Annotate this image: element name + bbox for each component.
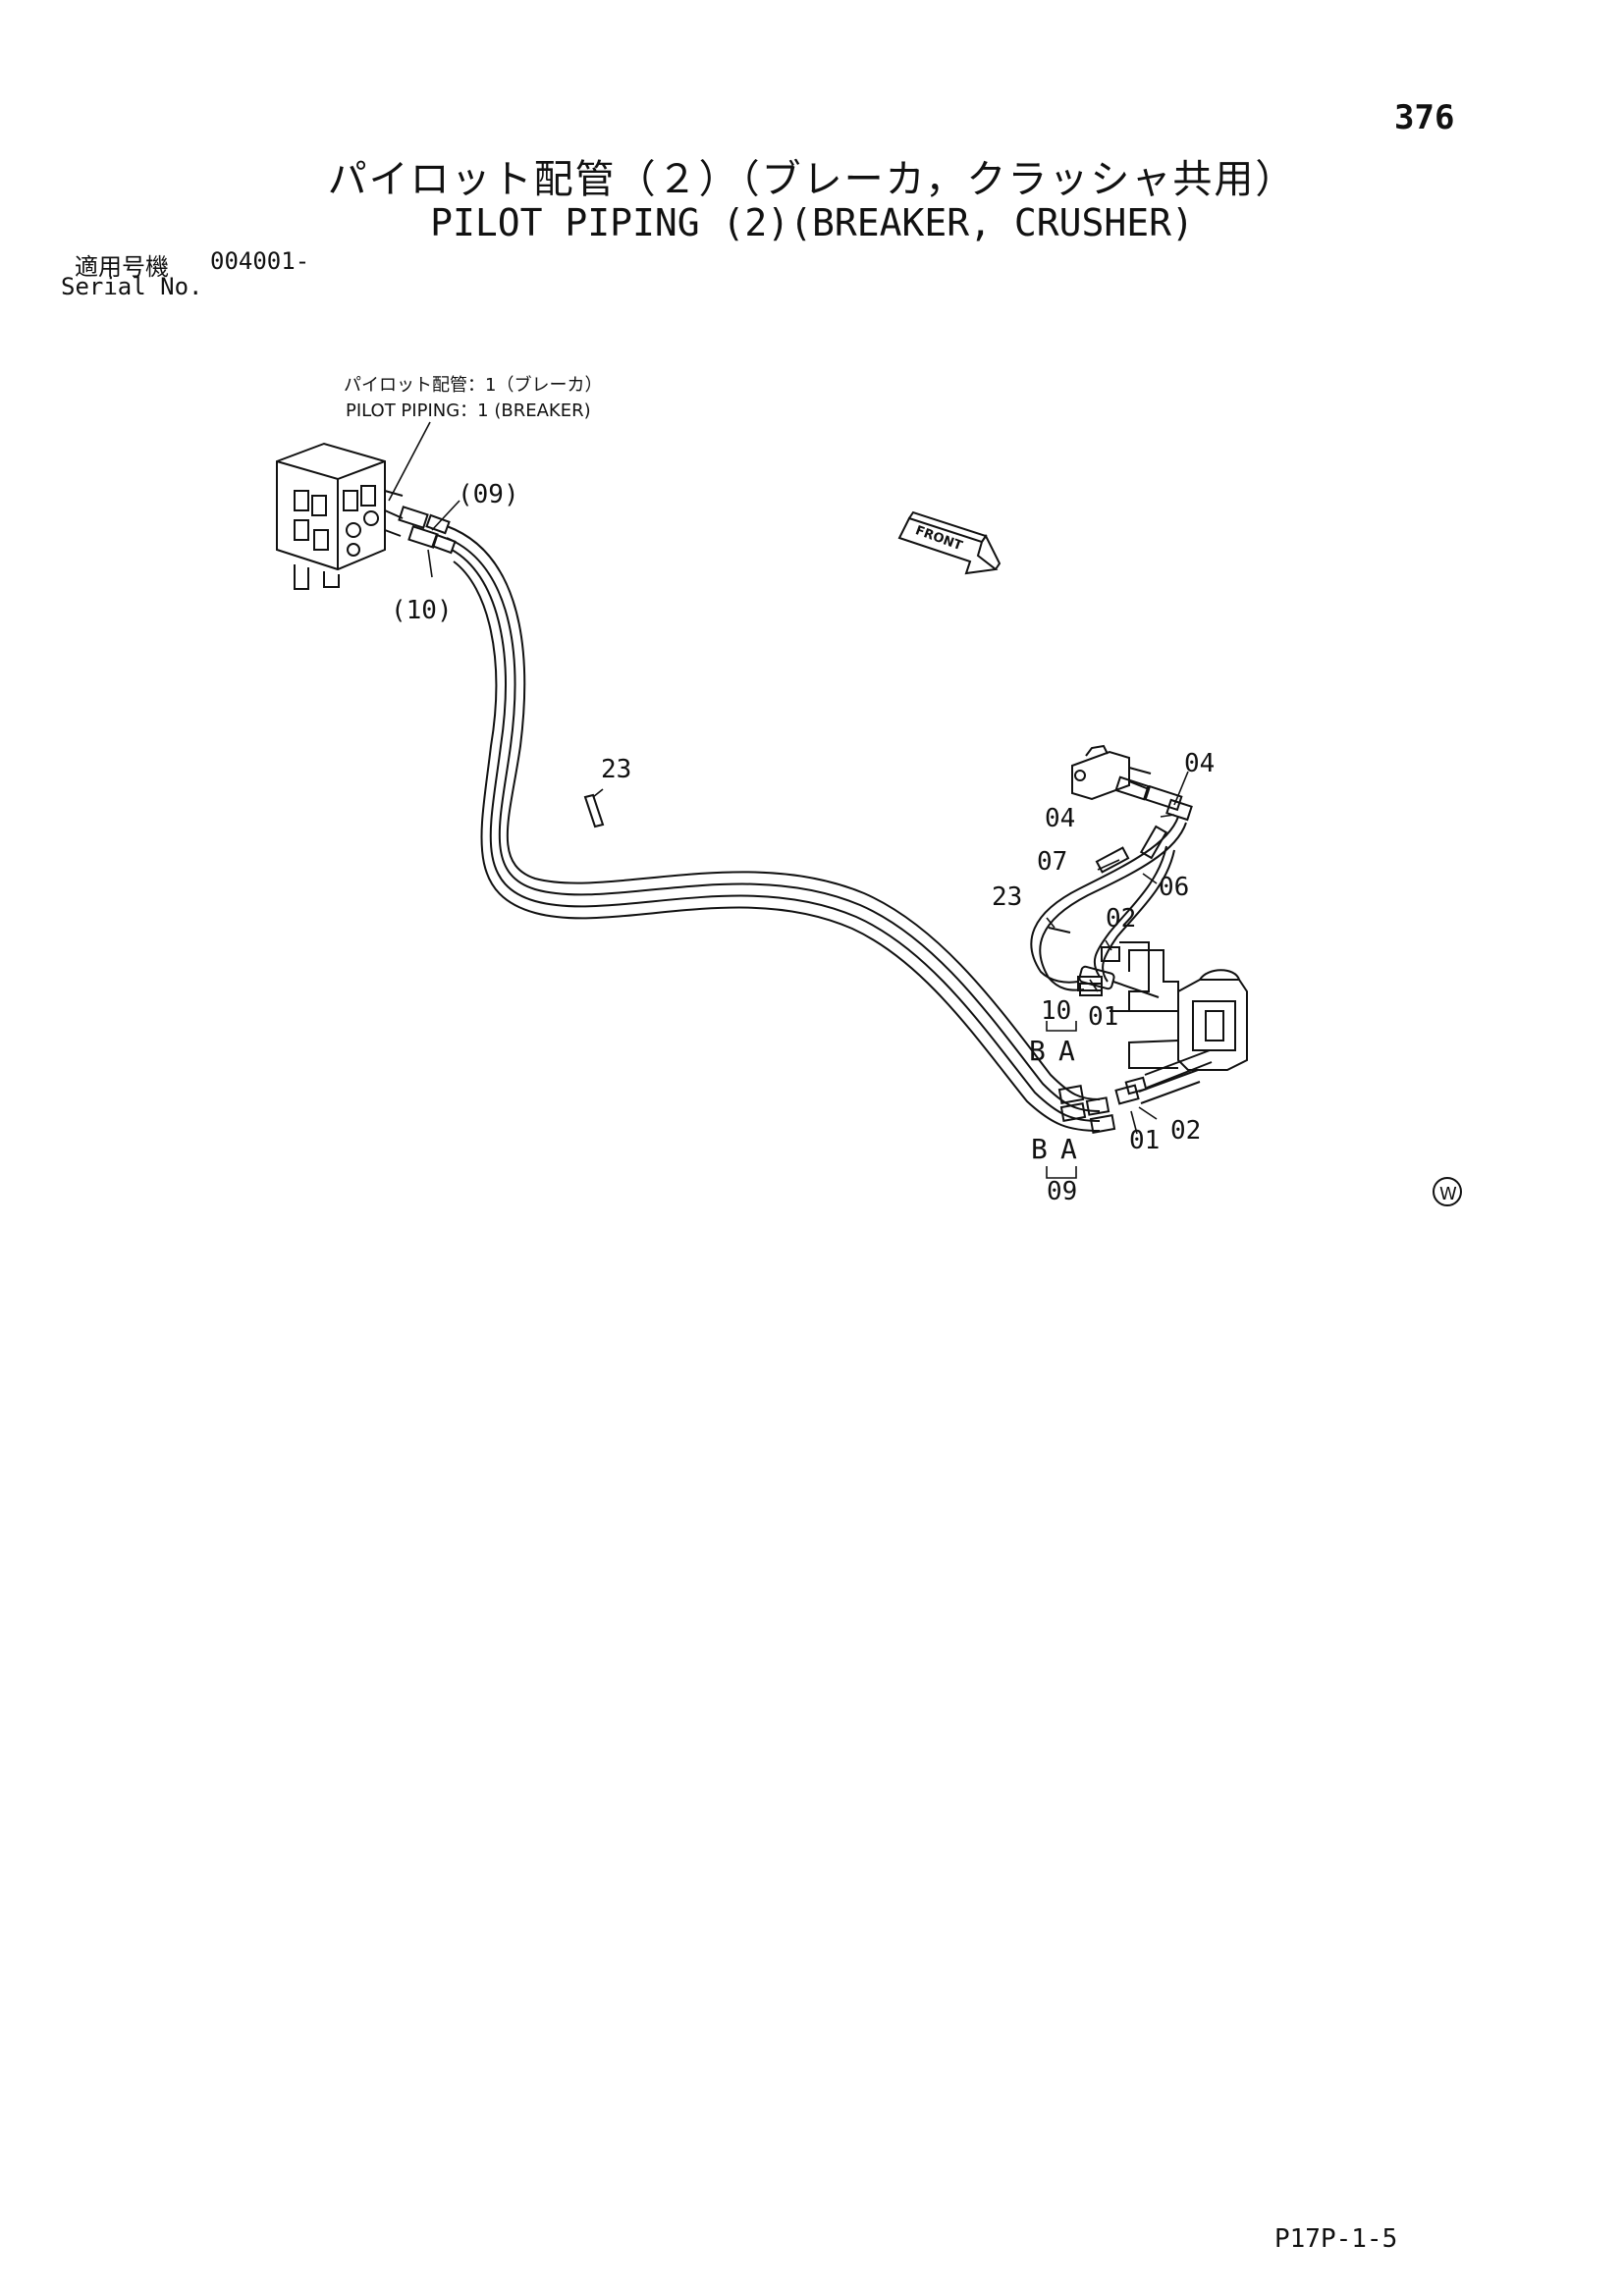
footer-code: P17P-1-5 <box>1274 2224 1398 2254</box>
pedal-hoses <box>1030 816 1187 996</box>
page-title-english: PILOT PIPING (2)(BREAKER, CRUSHER) <box>430 201 1194 244</box>
callout-01-lower: 01 <box>1129 1126 1160 1155</box>
reference-note-japanese: パイロット配管：1（ブレーカ） <box>344 374 602 396</box>
cable-tie-23-middle <box>1048 927 1071 934</box>
serial-label-english: Serial No. <box>61 273 203 300</box>
w-mark-circle <box>1433 1177 1462 1206</box>
page-number: 376 <box>1394 98 1455 137</box>
callout-10-paren: (10) <box>391 596 453 625</box>
front-arrow <box>897 510 1001 575</box>
callout-02-lower: 02 <box>1170 1116 1201 1146</box>
w-mark-letter: W <box>1439 1184 1457 1204</box>
callout-09: 09 <box>1047 1177 1077 1206</box>
lower-port-fittings <box>1057 1069 1201 1134</box>
port-label-a-lower: A <box>1060 1133 1077 1165</box>
serial-number-value: 004001- <box>210 247 310 275</box>
serial-label-japanese: 適用号機 <box>75 253 169 281</box>
pilot-hose-pair <box>446 525 1101 1132</box>
page-title-japanese: パイロット配管（２）（ブレーカ，クラッシャ共用） <box>327 157 1297 202</box>
callout-23-upper: 23 <box>601 755 631 784</box>
callout-09-paren: (09) <box>458 480 519 509</box>
callout-23-middle: 23 <box>992 882 1022 912</box>
solenoid-valve-assembly <box>1071 744 1193 822</box>
callout-07: 07 <box>1037 847 1067 877</box>
cable-tie-23-upper <box>583 793 605 828</box>
upper-hose-fittings <box>398 506 457 555</box>
callout-04-left: 04 <box>1045 804 1075 833</box>
callout-04-right: 04 <box>1184 749 1215 778</box>
control-valve-block <box>276 442 404 590</box>
port-label-b-lower: B <box>1031 1133 1048 1165</box>
callout-10: 10 <box>1041 996 1071 1026</box>
callout-06: 06 <box>1159 873 1189 902</box>
callout-02-upper: 02 <box>1106 904 1136 934</box>
port-label-b-upper: B <box>1029 1035 1046 1067</box>
reference-note-english: PILOT PIPING：1 (BREAKER) <box>346 400 591 421</box>
port-label-a-upper: A <box>1058 1035 1075 1067</box>
pedal-housing <box>1110 969 1248 1089</box>
callout-01-upper: 01 <box>1088 1002 1118 1032</box>
leader-lines <box>388 421 1189 1179</box>
